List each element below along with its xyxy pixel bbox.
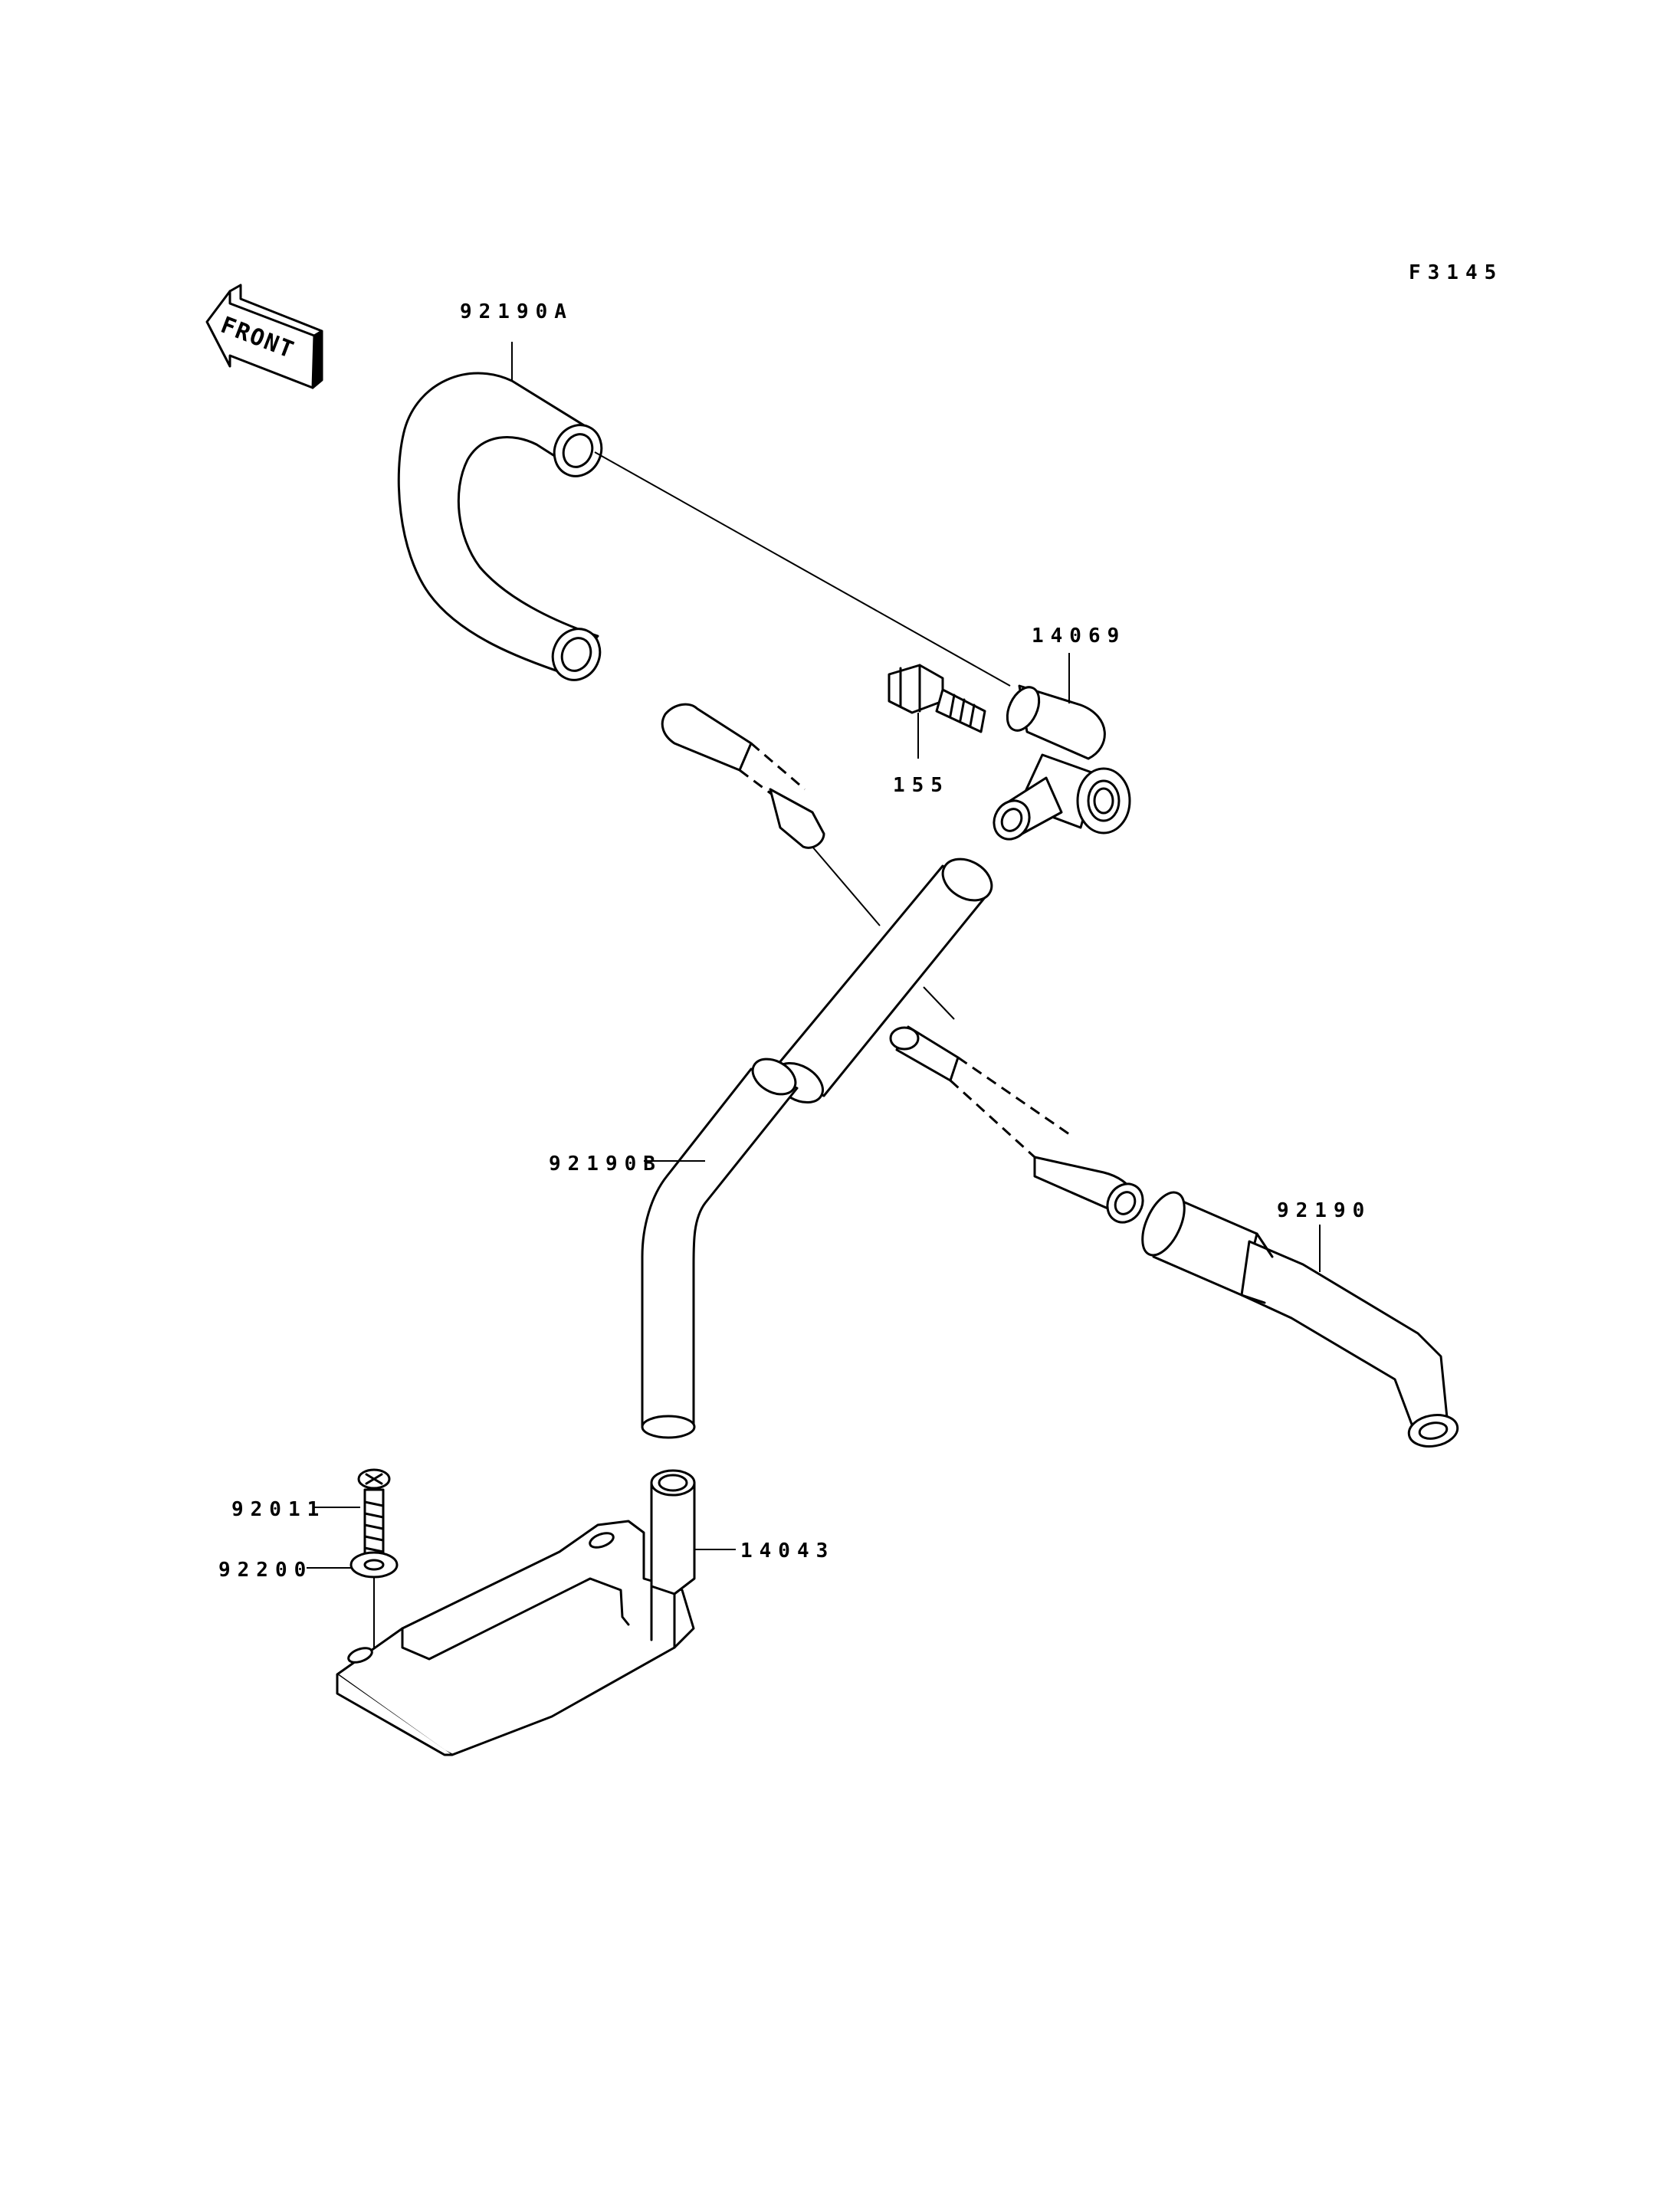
fitting[interactable]: [987, 682, 1131, 845]
label-92190: 92190: [1277, 1199, 1371, 1222]
label-92190B: 92190B: [549, 1153, 662, 1176]
label-92200: 92200: [218, 1559, 313, 1582]
screw[interactable]: [357, 1468, 391, 1565]
figure-code: F3145: [1409, 261, 1503, 284]
plate[interactable]: [336, 1469, 696, 1756]
hose[interactable]: [1134, 1186, 1460, 1450]
washer[interactable]: [349, 1551, 399, 1579]
label-92011: 92011: [231, 1498, 326, 1521]
hose-b[interactable]: [641, 1052, 802, 1439]
hose-a[interactable]: [397, 372, 609, 687]
hose-segment-straight: [773, 857, 993, 1104]
hose-segment-upper: [661, 703, 825, 849]
bolt[interactable]: [888, 664, 986, 733]
front-arrow-icon: FRONT: [205, 284, 323, 389]
label-14069: 14069: [1032, 625, 1126, 648]
hose-segment-lower: [889, 1025, 1144, 1224]
label-92190A: 92190A: [460, 300, 573, 323]
label-155: 155: [893, 774, 950, 797]
label-14043: 14043: [740, 1540, 835, 1562]
